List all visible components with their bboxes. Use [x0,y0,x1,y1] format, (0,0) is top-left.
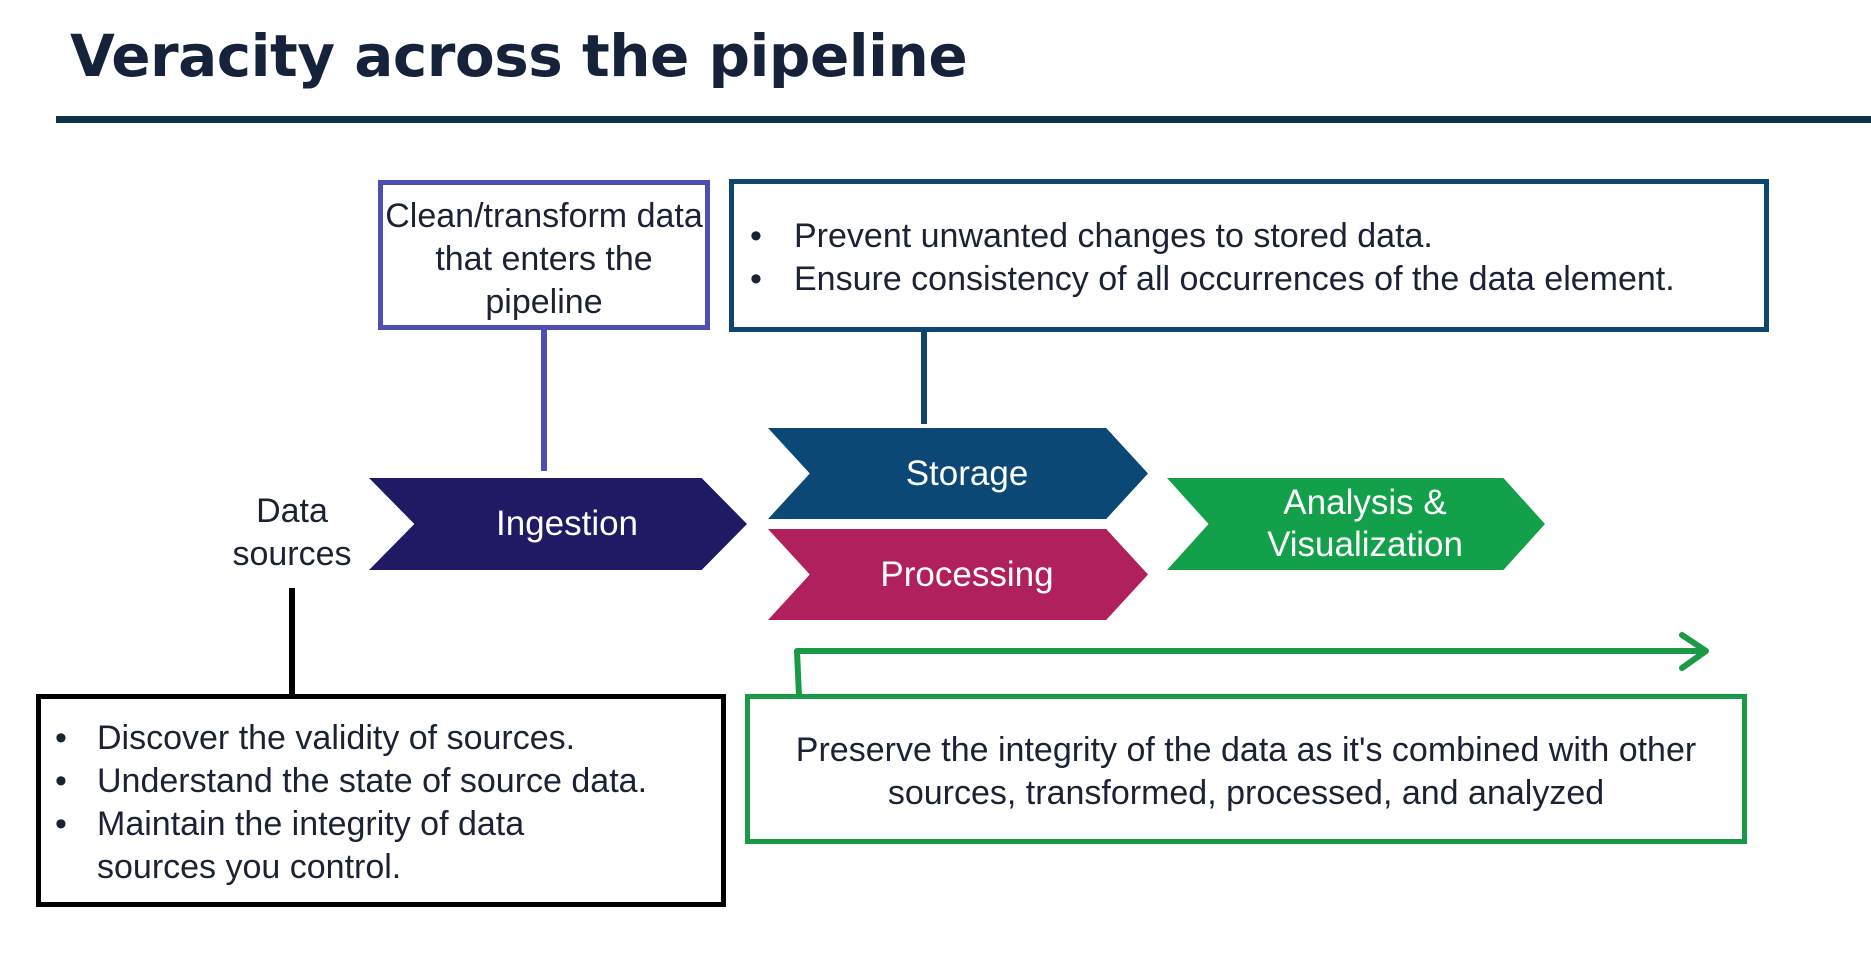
sources-bullet: Understand the state of source data. [55,760,721,803]
clean-transform-text: Clean/transform data that enters the pip… [385,197,703,321]
storage-bullet: Prevent unwanted changes to stored data. [750,215,1764,258]
integrity-arrow-line [794,648,1703,697]
analysis-stage: Analysis & Visualization [1167,478,1545,570]
processing-stage: Processing [768,529,1148,620]
storage-stage: Storage [768,428,1148,519]
sources-bullet-list: Discover the validity of sources. Unders… [55,717,721,889]
ingestion-label: Ingestion [495,504,639,543]
processing-label: Processing [880,554,1054,594]
storage-bullet: Ensure consistency of all occurrences of… [750,258,1764,301]
data-sources-label: Data sources [232,492,352,573]
page-title: Veracity across the pipeline [70,22,968,90]
sources-bullet: Discover the validity of sources. [55,717,721,760]
analysis-label: Analysis & Visualization [1267,483,1463,564]
title-underline [56,116,1871,123]
ingestion-stage: Ingestion [369,478,747,570]
clean-transform-callout: Clean/transform data that enters the pip… [378,180,710,330]
integrity-callout: Preserve the integrity of the data as it… [745,694,1747,844]
storage-callout: Prevent unwanted changes to stored data.… [729,179,1769,332]
data-sources-callout: Discover the validity of sources. Unders… [36,694,726,907]
storage-bullet-list: Prevent unwanted changes to stored data.… [750,215,1764,301]
storage-label: Storage [905,453,1029,493]
sources-bullet: Maintain the integrity of data sources y… [55,803,637,889]
integrity-arrowhead-icon [1679,632,1709,671]
integrity-text: Preserve the integrity of the data as it… [795,731,1697,812]
